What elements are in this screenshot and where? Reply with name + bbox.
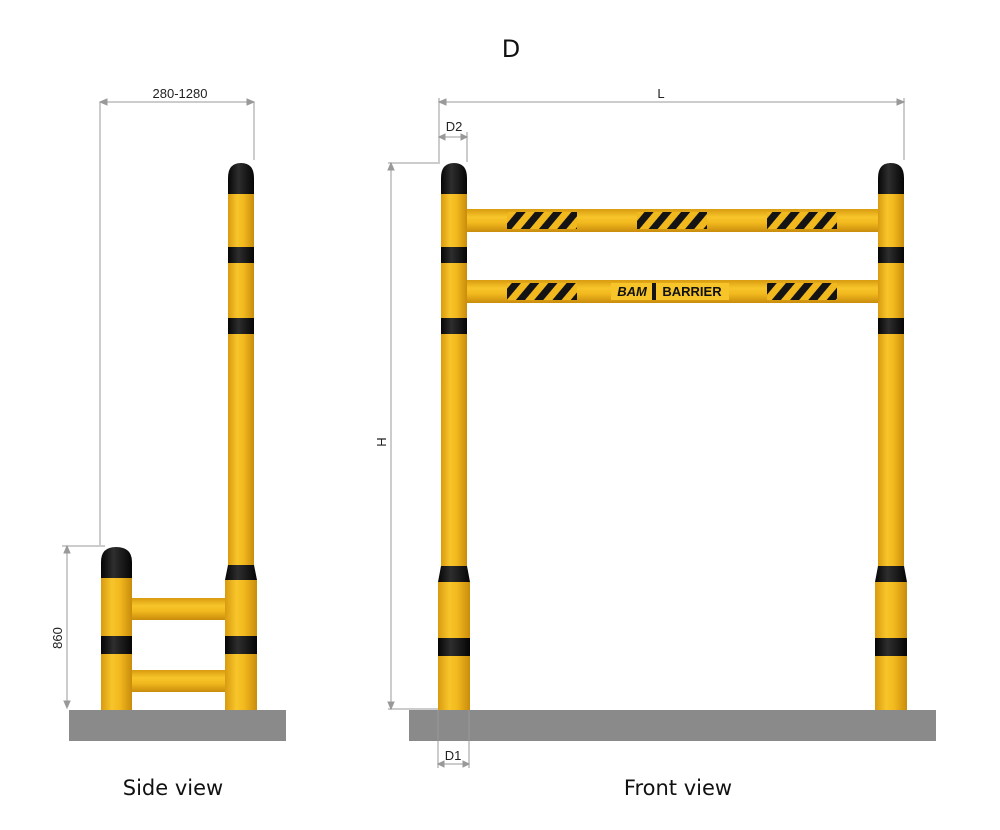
- side-short-post: [101, 547, 132, 710]
- front-height-dimension: [387, 161, 440, 711]
- logo-text-bam: BAM: [617, 284, 648, 299]
- front-rail-lower: BAM BARRIER: [466, 280, 879, 303]
- side-floor: [69, 710, 286, 741]
- side-height-dimension: [62, 544, 105, 710]
- side-rail-upper: [132, 598, 226, 620]
- front-floor: [409, 710, 936, 741]
- front-view-label: Front view: [624, 776, 732, 800]
- side-width-dimension: [98, 98, 256, 545]
- logo-text-barrier: BARRIER: [662, 284, 722, 299]
- bam-barrier-logo: BAM BARRIER: [611, 283, 729, 300]
- front-length-label: L: [657, 86, 664, 101]
- front-right-post: [875, 163, 907, 710]
- front-d2-dimension: [437, 132, 469, 162]
- front-height-label: H: [374, 437, 389, 446]
- side-rail-lower: [132, 670, 226, 692]
- side-width-label: 280-1280: [153, 86, 208, 101]
- front-length-dimension: [437, 98, 906, 160]
- front-d1-dimension: [436, 710, 471, 768]
- side-view-label: Side view: [123, 776, 223, 800]
- front-view: L D2 H D1: [374, 86, 936, 800]
- side-height-label: 860: [50, 627, 65, 649]
- front-d1-label: D1: [445, 748, 462, 763]
- drawing-title: D: [502, 35, 520, 63]
- side-view: 280-1280 860 Side view: [50, 86, 286, 800]
- front-d2-label: D2: [446, 119, 463, 134]
- front-left-post: [438, 163, 470, 710]
- front-rail-upper: [466, 209, 879, 232]
- side-tall-post: [225, 163, 257, 710]
